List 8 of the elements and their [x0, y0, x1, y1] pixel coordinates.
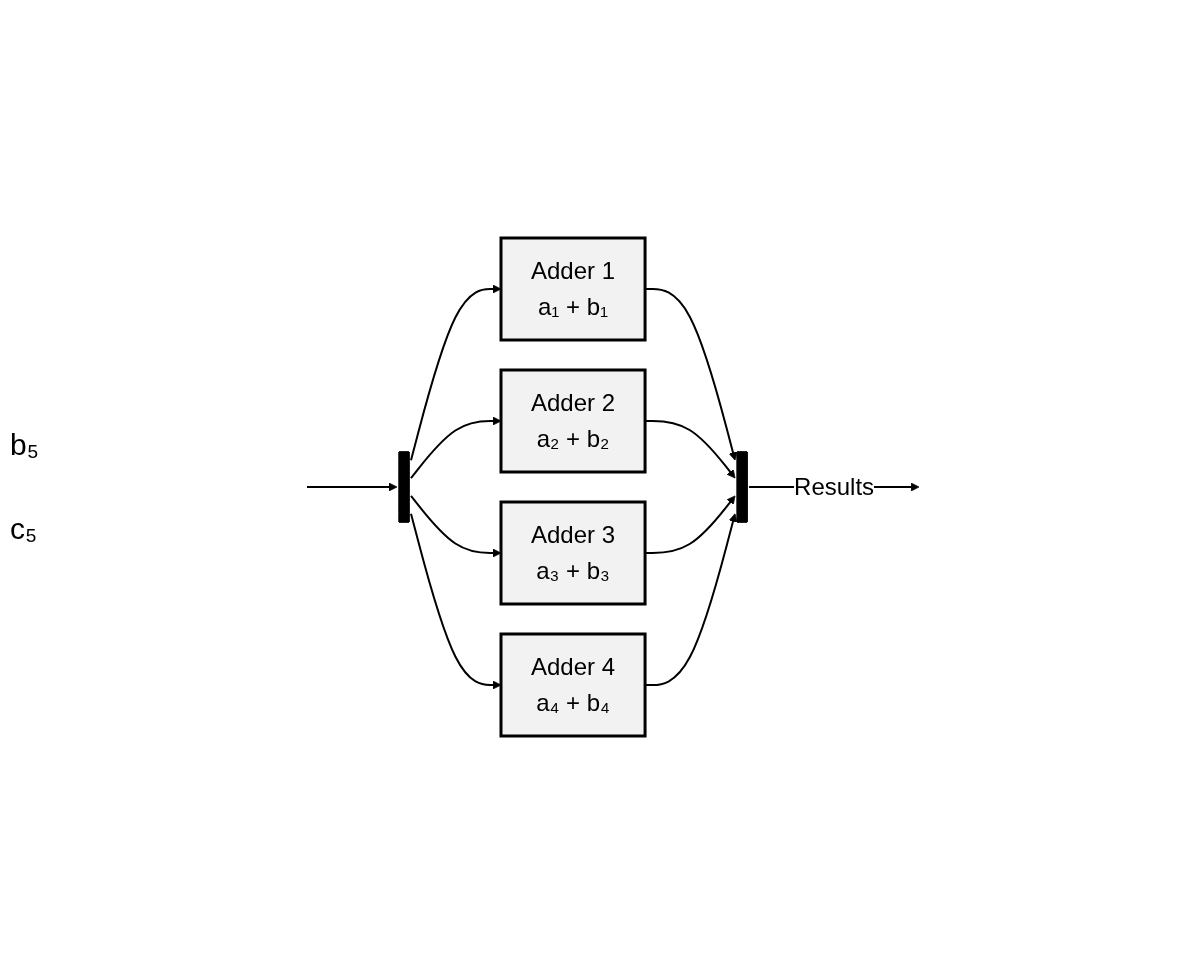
node-box: Adder 1 a₁ + b₁ [499, 236, 647, 341]
edge-label: Results [793, 472, 874, 500]
node-box: Adder 4 a₄ + b₄ [499, 632, 647, 737]
signal-label: b₅ [10, 427, 39, 462]
arrow [305, 482, 398, 491]
node-box: Adder 3 a₃ + b₃ [499, 500, 647, 605]
signal-label: c₅ [10, 511, 39, 546]
node-box: Adder 2 a₂ + b₂ [499, 368, 647, 473]
